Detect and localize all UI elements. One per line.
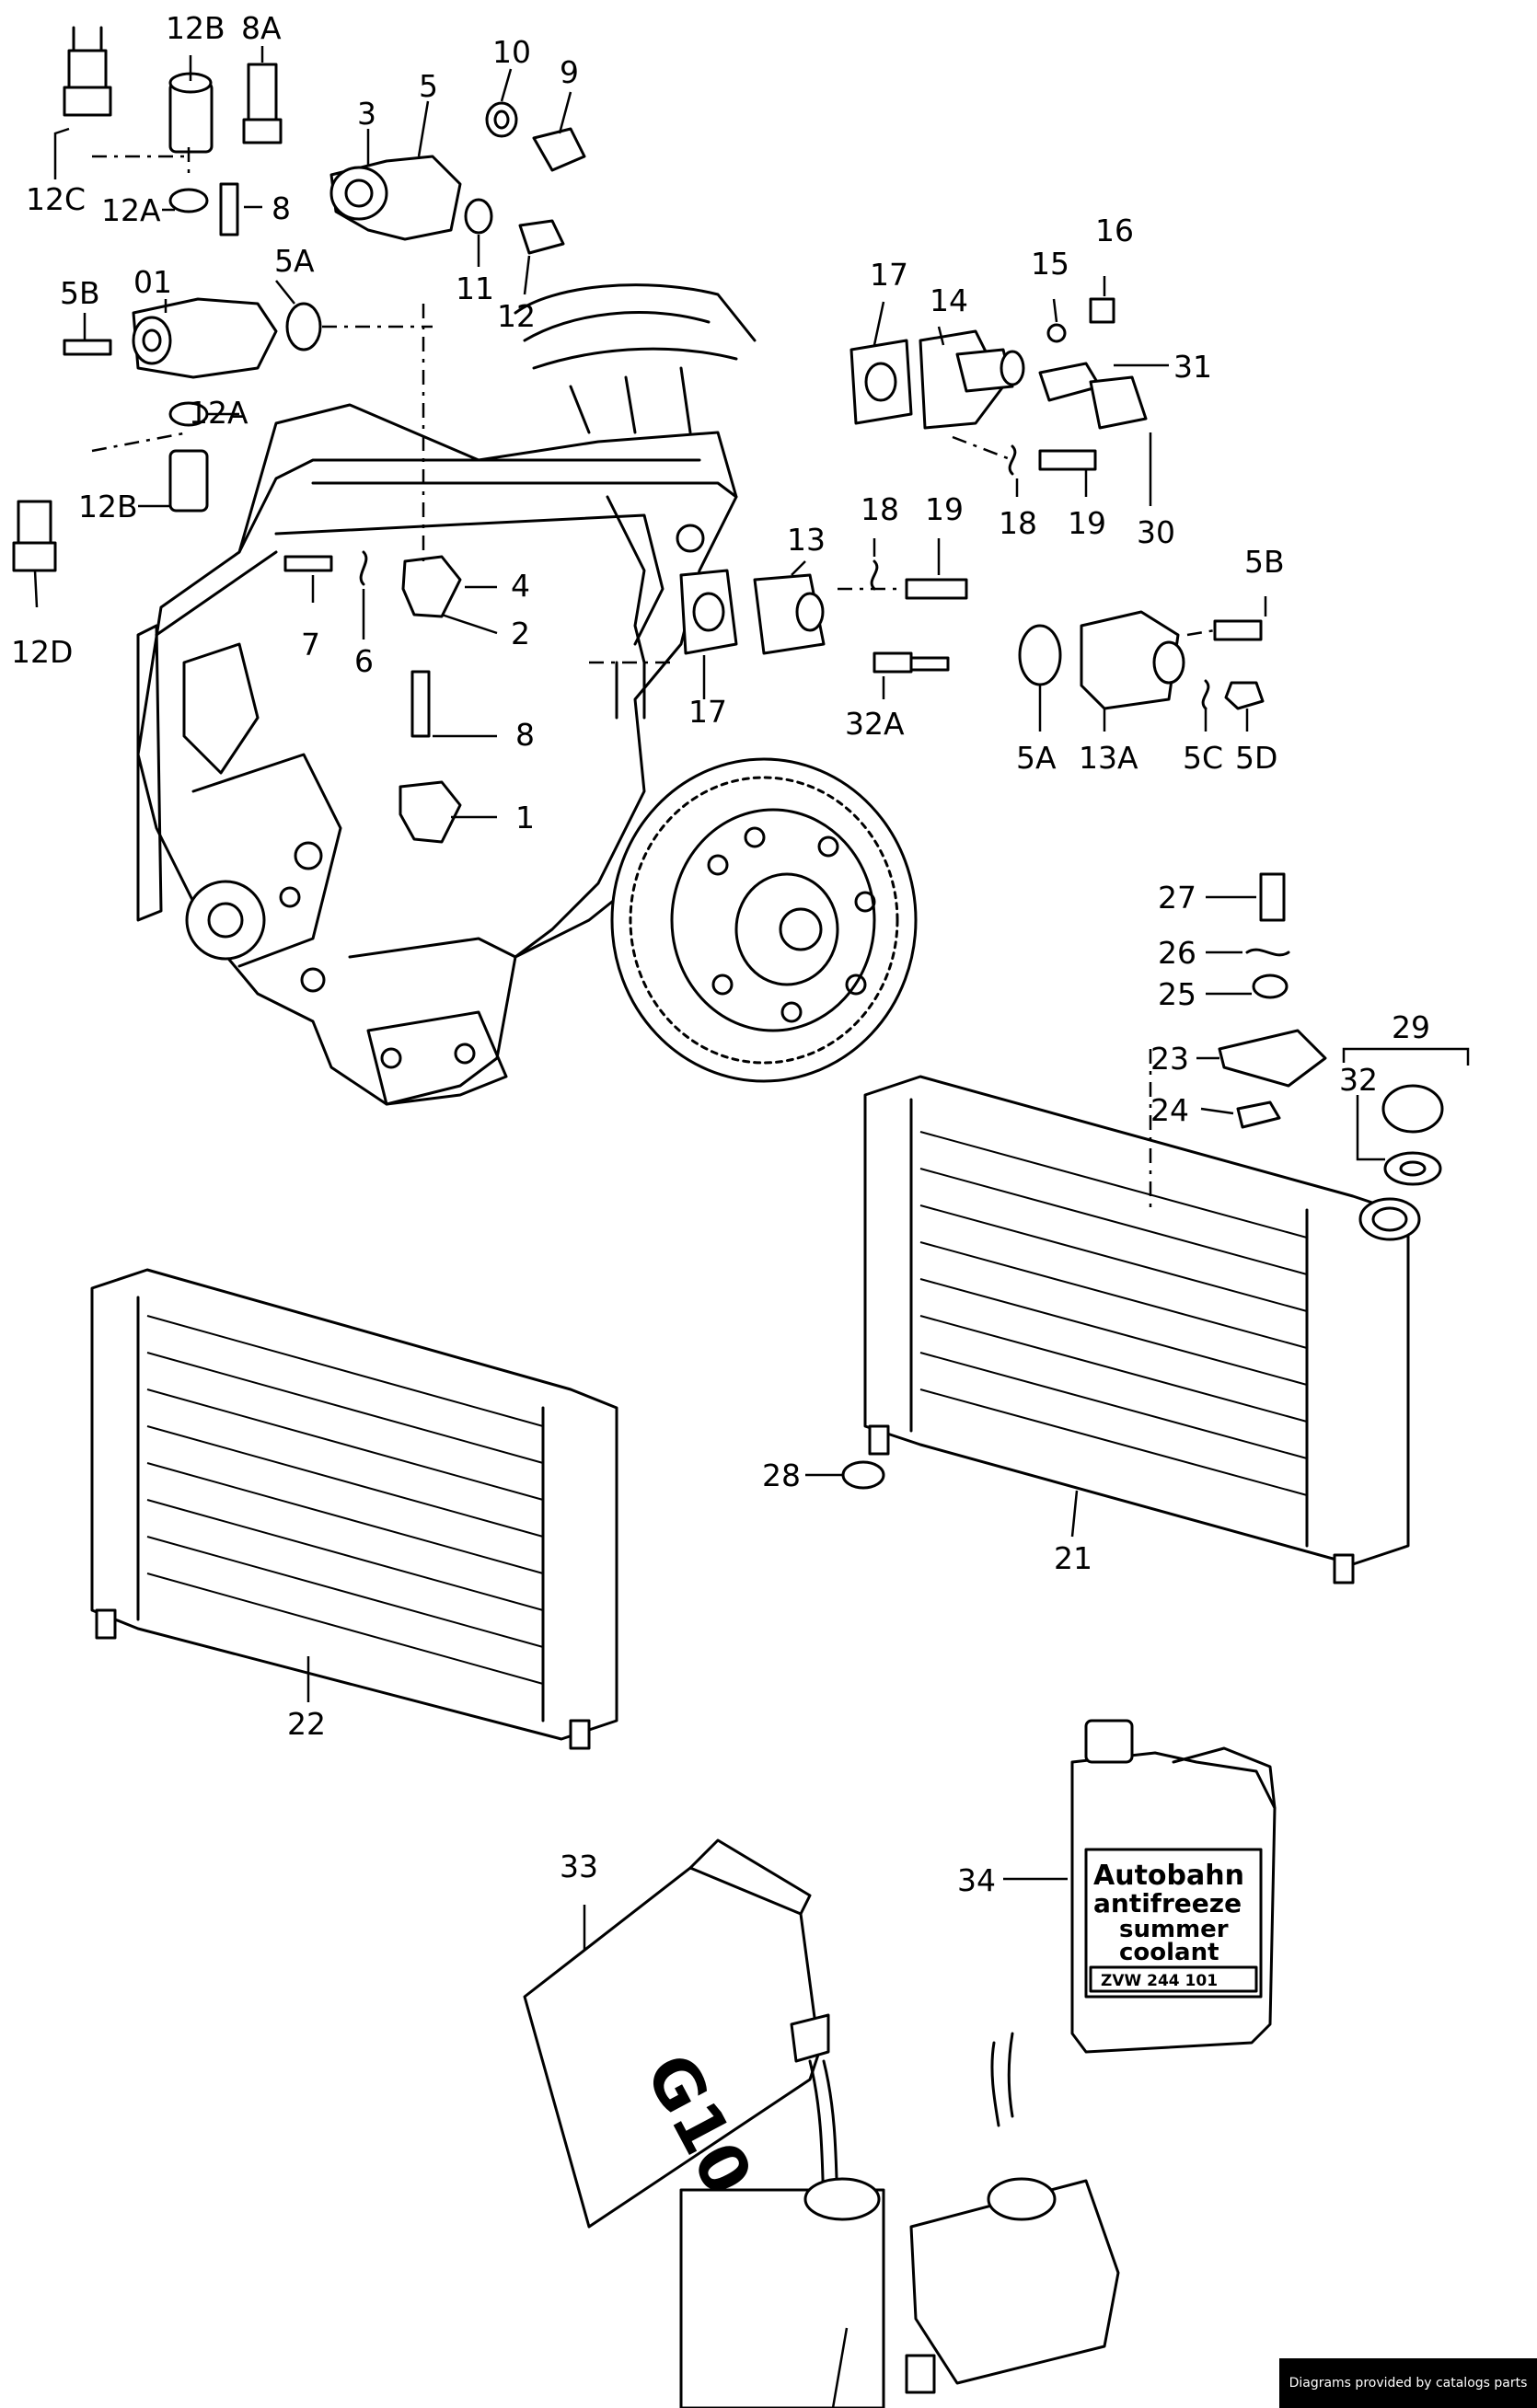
callout-12A-mid: 12A xyxy=(189,395,248,431)
callout-13A: 13A xyxy=(1079,740,1138,776)
credit-banner: Diagrams provided by catalogs parts xyxy=(1279,2358,1537,2408)
callout-12C: 12C xyxy=(26,181,86,217)
callout-25: 25 xyxy=(1158,976,1196,1012)
callout-5C: 5C xyxy=(1183,740,1223,776)
callout-5A-top: 5A xyxy=(274,243,315,279)
callout-2: 2 xyxy=(511,616,530,651)
callout-26: 26 xyxy=(1158,935,1196,971)
callout-5D: 5D xyxy=(1235,740,1277,776)
callout-9: 9 xyxy=(560,54,579,90)
callout-8-top: 8 xyxy=(272,190,291,226)
callout-21: 21 xyxy=(1054,1540,1092,1576)
thermostat-parts xyxy=(679,297,1265,710)
bottle-label-line4: coolant xyxy=(1119,1939,1219,1966)
callout-33: 33 xyxy=(560,1849,598,1884)
callout-32A: 32A xyxy=(845,706,905,742)
flywheel xyxy=(610,757,918,1083)
antifreeze-bottle-34: Autobahn antifreeze summer coolant ZVW 2… xyxy=(1070,1719,1277,2054)
callout-8-mid: 8 xyxy=(515,717,535,753)
callout-11: 11 xyxy=(456,271,494,306)
engine-block xyxy=(136,283,757,1106)
callout-5B-left: 5B xyxy=(60,275,100,311)
callout-5A-right: 5A xyxy=(1016,740,1057,776)
callout-27: 27 xyxy=(1158,880,1196,916)
callout-32: 32 xyxy=(1339,1062,1378,1098)
bottle-label-line2: antifreeze xyxy=(1093,1888,1242,1918)
callout-15: 15 xyxy=(1031,246,1069,282)
callout-17-mid: 17 xyxy=(688,694,727,730)
callout-5: 5 xyxy=(419,68,438,104)
callout-12A-top: 12A xyxy=(101,192,161,228)
callout-13: 13 xyxy=(787,522,826,558)
bottle-part-number: ZVW 244 101 xyxy=(1101,1972,1218,1990)
sensor-parts xyxy=(12,26,586,844)
callout-12D: 12D xyxy=(11,634,73,670)
callout-31: 31 xyxy=(1173,349,1212,385)
callout-30: 30 xyxy=(1137,514,1175,550)
callout-19-mid: 19 xyxy=(925,491,964,527)
radiator-21 xyxy=(841,872,1444,1584)
callout-16: 16 xyxy=(1095,213,1134,248)
radiator-22 xyxy=(90,1268,618,1750)
callout-19-top: 19 xyxy=(1068,505,1106,541)
callout-23: 23 xyxy=(1150,1041,1189,1077)
callout-12: 12 xyxy=(497,298,536,334)
bottle-label-line1: Autobahn xyxy=(1093,1860,1244,1892)
callout-5B-right: 5B xyxy=(1244,544,1285,580)
callout-14: 14 xyxy=(930,282,968,318)
callout-8A: 8A xyxy=(241,10,282,46)
callout-28: 28 xyxy=(762,1457,801,1493)
callout-3: 3 xyxy=(357,96,376,132)
callout-29: 29 xyxy=(1392,1009,1430,1045)
canister-33: G10 xyxy=(523,1838,1120,2408)
callout-10: 10 xyxy=(492,34,531,70)
callout-1: 1 xyxy=(515,800,535,835)
leader-lines xyxy=(33,46,1470,2408)
callout-18-mid: 18 xyxy=(861,491,899,527)
callout-18-top: 18 xyxy=(999,505,1037,541)
callout-4: 4 xyxy=(511,568,530,604)
callout-17-top: 17 xyxy=(870,257,908,293)
callout-labels: 12B 8A 10 9 3 5 12C 12A 8 11 12 5A 5B 01… xyxy=(11,10,1430,1898)
callout-12B: 12B xyxy=(166,10,225,46)
callout-22: 22 xyxy=(287,1706,326,1742)
callout-01: 01 xyxy=(133,264,172,300)
callout-12B-mid: 12B xyxy=(78,489,138,524)
callout-6: 6 xyxy=(354,643,374,679)
callout-7: 7 xyxy=(301,627,320,662)
bottle-label-line3: summer xyxy=(1119,1916,1229,1943)
callout-24: 24 xyxy=(1150,1092,1189,1128)
callout-34: 34 xyxy=(957,1862,996,1898)
